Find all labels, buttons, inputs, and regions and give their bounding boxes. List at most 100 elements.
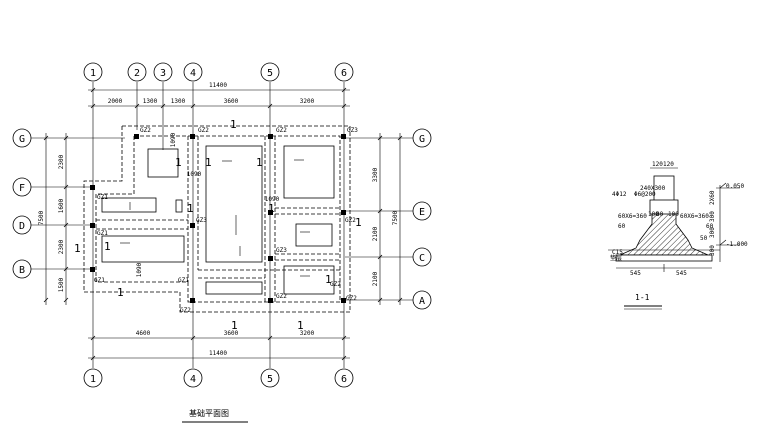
axis-bottom-1: 1 (90, 374, 96, 385)
section-mark: 1 (231, 319, 238, 332)
dim-bottom-total: 11400 (209, 350, 227, 357)
inner-dim-3: 1090 (136, 262, 143, 277)
tag-gz: GZ2 (276, 127, 287, 134)
section-mark: 1 (74, 242, 81, 255)
section-mark: 1 (187, 202, 194, 215)
section-labels: 120 120 240X300 4Φ12 Φ6@200 80 100 100 6… (610, 161, 748, 277)
ring-beam (649, 199, 679, 215)
axis-right-e: E (419, 207, 425, 218)
plan-title: 基础平面图 (189, 408, 229, 418)
dim-right-total: 7500 (392, 210, 399, 225)
dim-top-2: 1300 (171, 98, 186, 105)
sec-label: 4Φ12 (612, 191, 627, 198)
section-mark: 1 (256, 156, 263, 169)
sec-label: -1.000 (726, 241, 748, 248)
tag-gz: GZ2 (345, 217, 356, 224)
inner-dim-0: 1090 (170, 132, 177, 147)
axis-left-b: B (19, 265, 25, 276)
section-mark: 1 (104, 240, 111, 253)
tag-gz: GZ1 (94, 277, 105, 284)
section-mark: 1 (297, 319, 304, 332)
dim-top-3: 3600 (224, 98, 239, 105)
column-markers (90, 134, 346, 303)
axis-bubbles (12, 62, 432, 388)
sec-label: 60 (706, 223, 714, 230)
tag-gz: GZ3 (196, 217, 207, 224)
tag-gz: GZ1 (178, 277, 189, 284)
dim-top-1: 1300 (143, 98, 158, 105)
column-tags: GZ2 GZ2 GZ2 GZ3 GZ1 GZ3 GZ2 GZ1 GZ3 GZ1 … (94, 127, 358, 314)
dimension-ticks (43, 87, 403, 361)
sec-label: 2X60 (709, 190, 716, 205)
axis-left-f: F (19, 183, 25, 194)
dim-left-2: 2300 (58, 239, 65, 254)
sec-label: C15 (612, 249, 623, 256)
axis-top-2: 2 (134, 68, 140, 79)
section-marks: 1 1 1 1 1 1 1 1 1 1 1 1 1 (74, 118, 362, 332)
sec-label: 100 (648, 211, 659, 218)
dim-left-3: 1500 (58, 277, 65, 292)
axis-top-5: 5 (267, 68, 273, 79)
sec-label: 300 (709, 227, 716, 238)
axis-top-4: 4 (190, 68, 196, 79)
section-mark: 1 (230, 118, 237, 131)
sec-label: 240X300 (640, 185, 666, 192)
inner-dim-2: 1090 (265, 196, 280, 203)
dim-top-total: 11400 (209, 82, 227, 89)
sec-label: 60X6=360 (618, 213, 647, 220)
tag-gz: GZ2 (180, 307, 191, 314)
tag-gz: GZ2 (346, 295, 357, 302)
sec-label: 120 (652, 161, 663, 168)
tag-gz: GZ1 (97, 194, 108, 201)
axis-top-6: 6 (341, 68, 347, 79)
axis-labels: 1 2 3 4 5 6 1 4 5 6 G F D B G E C A (19, 68, 425, 385)
sec-label: 120 (663, 161, 674, 168)
sec-label: Φ6@200 (634, 191, 656, 198)
section-mark: 1 (175, 156, 182, 169)
footing-outlines (83, 125, 351, 313)
sec-label: 垫层 (610, 254, 622, 262)
section-mark: 1 (268, 202, 275, 215)
section-title: 1-1 (635, 293, 650, 302)
dim-bottom-2: 3200 (300, 330, 315, 337)
sec-label: 300 (709, 211, 716, 222)
dim-left-0: 2300 (58, 154, 65, 169)
dim-right-1: 2100 (372, 226, 379, 241)
axis-top-3: 3 (160, 68, 166, 79)
dim-bottom-1: 3600 (224, 330, 239, 337)
sec-label: 545 (676, 270, 687, 277)
tag-gz: GZ2 (276, 293, 287, 300)
sec-label: 300 (709, 245, 716, 256)
axis-right-c: C (419, 253, 425, 264)
dim-left-total: 7500 (38, 210, 45, 225)
axis-bottom-4: 4 (190, 374, 196, 385)
section-arrows (120, 159, 310, 277)
section-mark: 1 (355, 216, 362, 229)
sec-label: 100 (668, 211, 679, 218)
axis-top-1: 1 (90, 68, 96, 79)
sec-label: 50 (700, 235, 708, 242)
dim-left-1: 1600 (58, 198, 65, 213)
section-mark: 1 (117, 286, 124, 299)
inner-dim-1: 1090 (187, 171, 202, 178)
dim-right-2: 2100 (372, 271, 379, 286)
dimension-texts: 11400 2000 1300 1300 3600 3200 4600 3600… (38, 82, 399, 357)
base-pad (615, 254, 713, 262)
grid-lines (30, 82, 420, 368)
dim-top-0: 2000 (108, 98, 123, 105)
sec-label: 545 (630, 270, 641, 277)
dim-bottom-0: 4600 (136, 330, 151, 337)
tag-gz: GZ3 (276, 247, 287, 254)
wall-lines (101, 145, 335, 295)
tag-gz: GZ2 (140, 127, 151, 134)
dim-top-4: 3200 (300, 98, 315, 105)
dim-right-0: 3300 (372, 167, 379, 182)
tag-gz: GZ1 (97, 230, 108, 237)
section-mark: 1 (205, 156, 212, 169)
axis-bottom-5: 5 (267, 374, 273, 385)
axis-left-g: G (19, 134, 25, 145)
sec-label: 60 (618, 223, 626, 230)
sec-label: 60X6=360 (680, 213, 709, 220)
tag-gz: GZ3 (347, 127, 358, 134)
